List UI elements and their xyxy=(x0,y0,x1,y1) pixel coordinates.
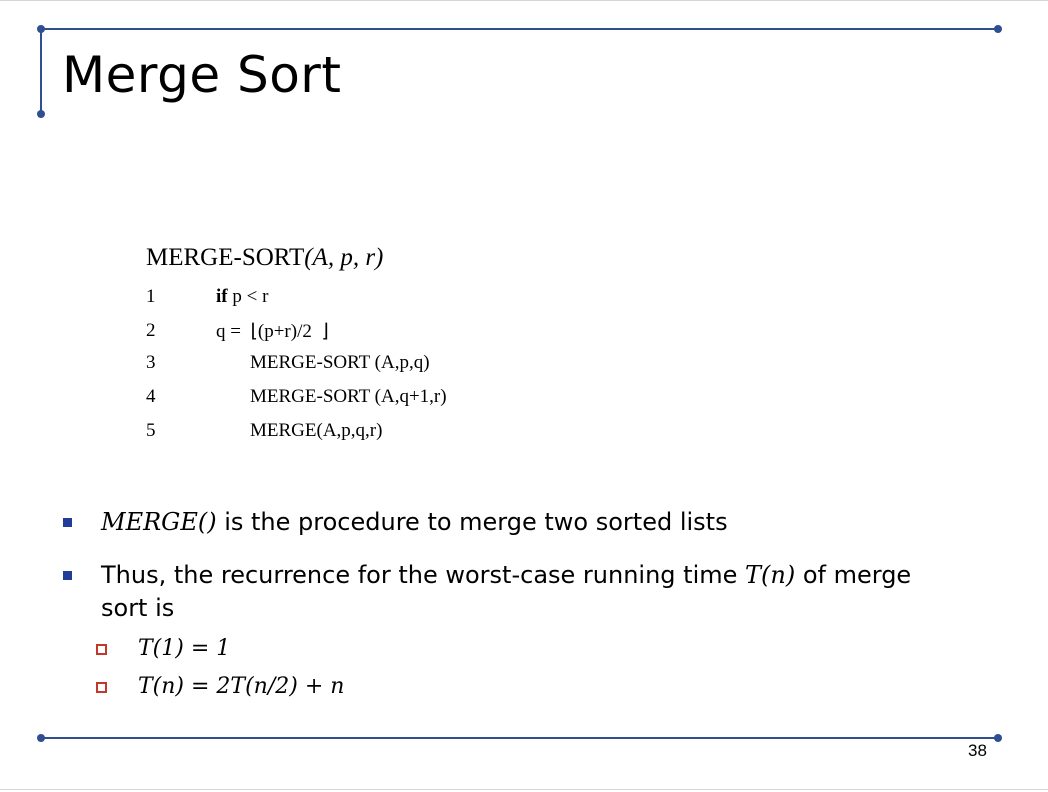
line-number: 1 xyxy=(146,286,156,307)
top-rule xyxy=(40,28,998,30)
line-number: 5 xyxy=(146,420,156,441)
left-rule xyxy=(40,28,42,114)
line-code: MERGE-SORT (A,p,q) xyxy=(250,352,430,373)
algorithm-name: MERGE-SORT xyxy=(146,244,305,271)
hollow-square-bullet-icon xyxy=(96,644,107,655)
page-edge-top xyxy=(0,0,1048,1)
square-bullet-icon xyxy=(63,518,72,527)
bullet-text-rest: is the procedure to merge two sorted lis… xyxy=(216,508,728,536)
math-tn: T(n) xyxy=(745,561,796,589)
sub-bullet-item: T(n) = 2T(n/2) + n xyxy=(96,672,344,702)
bottom-rule xyxy=(40,737,998,739)
equation-base-case: T(1) = 1 xyxy=(138,636,231,661)
bullet-text: Thus, the recurrence for the worst-case … xyxy=(101,559,961,625)
equation-recurrence: T(n) = 2T(n/2) + n xyxy=(138,674,345,699)
left-bottom-dot xyxy=(37,110,45,118)
slide-title: Merge Sort xyxy=(62,46,342,104)
bullet-item: MERGE() is the procedure to merge two so… xyxy=(63,506,963,540)
bullet-text: MERGE() is the procedure to merge two so… xyxy=(101,506,961,539)
sub-bullet-item: T(1) = 1 xyxy=(96,634,230,664)
keyword-if: if xyxy=(216,286,228,307)
line-text: p < r xyxy=(227,286,269,307)
bullet-text-before: Thus, the recurrence for the worst-case … xyxy=(101,561,746,589)
line-number: 2 xyxy=(146,320,156,341)
bottom-left-dot xyxy=(37,734,45,742)
bottom-right-dot xyxy=(994,734,1002,742)
top-left-dot xyxy=(37,25,45,33)
bullet-item: Thus, the recurrence for the worst-case … xyxy=(63,559,963,627)
line-code: if p < r xyxy=(216,286,268,308)
algorithm-args: (A, p, r) xyxy=(304,244,384,271)
algorithm-line: 4 MERGE-SORT (A,q+1,r) xyxy=(146,386,447,410)
page-edge-bottom xyxy=(0,789,1048,790)
line-number: 4 xyxy=(146,386,156,407)
hollow-square-bullet-icon xyxy=(96,682,107,693)
line-code: q = ⌊(p+r)/2 ⌋ xyxy=(216,321,329,342)
page-number: 38 xyxy=(968,741,987,760)
line-number: 3 xyxy=(146,352,156,373)
algorithm-line: 5 MERGE(A,p,q,r) xyxy=(146,420,382,444)
bullet-text-after: of merge sort is xyxy=(101,561,912,622)
line-code: MERGE-SORT (A,q+1,r) xyxy=(250,386,447,407)
algorithm-line: 3 MERGE-SORT (A,p,q) xyxy=(146,352,430,376)
algorithm-line: 1 if p < r xyxy=(146,286,268,310)
math-merge: MERGE() xyxy=(101,508,217,536)
line-code: MERGE(A,p,q,r) xyxy=(250,420,383,441)
top-right-dot xyxy=(994,25,1002,33)
algorithm-line: 2 q = ⌊(p+r)/2 ⌋ xyxy=(146,320,329,344)
algorithm-header: MERGE-SORT(A, p, r) xyxy=(146,244,383,272)
square-bullet-icon xyxy=(63,571,72,580)
